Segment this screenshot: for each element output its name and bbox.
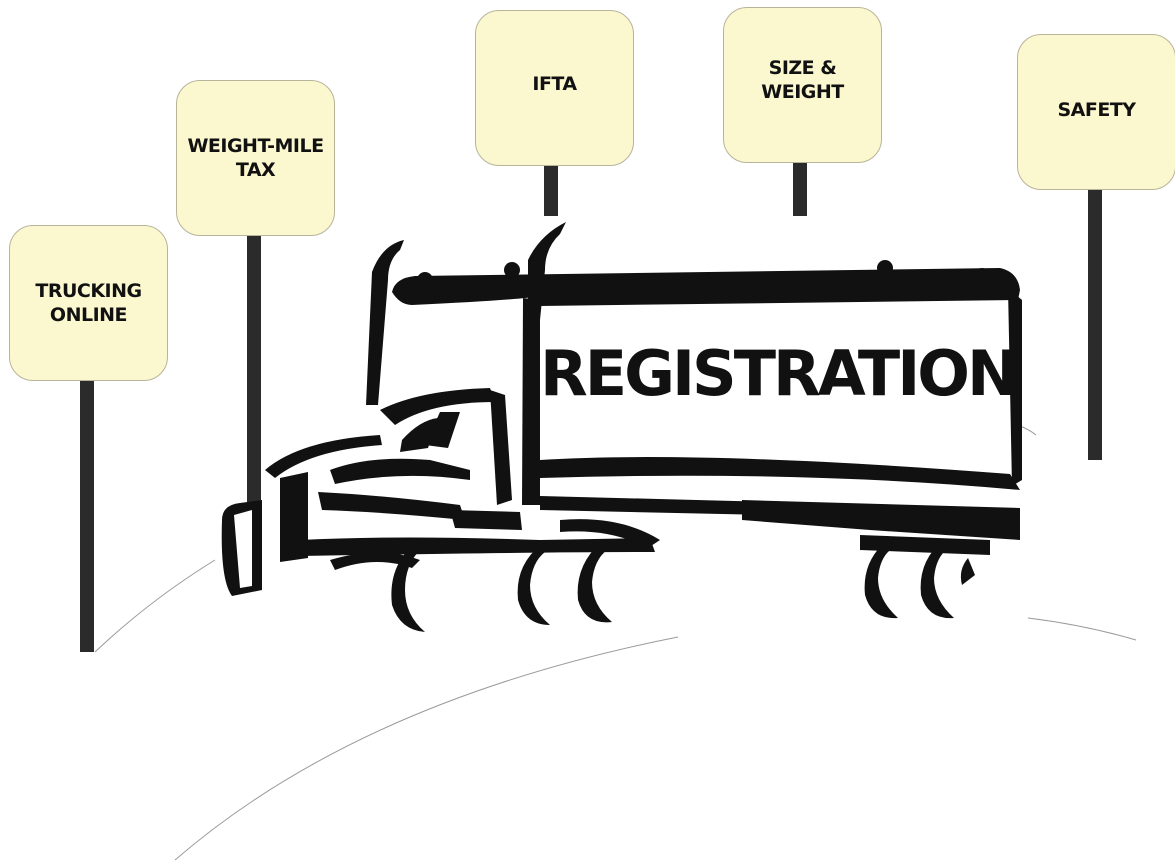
sign-safety[interactable]: SAFETY: [1017, 34, 1175, 190]
cab-pillar: [490, 390, 512, 505]
cab-window-rear: [425, 412, 460, 448]
sign-ifta[interactable]: IFTA: [475, 10, 634, 166]
trailer-right-edge: [1008, 288, 1022, 486]
hood-line: [330, 458, 470, 484]
sign-size-weight[interactable]: SIZE & WEIGHT: [723, 7, 882, 163]
roof-bump: [975, 268, 989, 282]
exhaust-stack-left: [366, 240, 404, 405]
sign-trucking-online-label: TRUCKING ONLINE: [35, 280, 142, 326]
wheel-drive-2: [577, 548, 612, 623]
cab-side: [318, 492, 465, 520]
roof-bump: [877, 260, 893, 276]
post-ifta: [544, 166, 558, 216]
cab-roof: [380, 388, 495, 425]
bumper-inner: [234, 510, 252, 588]
wheel-trailer-1: [864, 545, 898, 619]
truck-registration-label: REGISTRATION: [540, 337, 1019, 410]
trailer-top-edge: [392, 268, 1020, 306]
fender-rear: [560, 519, 660, 548]
wheel-trailer-3: [960, 558, 975, 585]
post-safety: [1088, 189, 1102, 460]
grille: [280, 472, 308, 562]
wheel-front: [391, 548, 425, 632]
sign-weight-mile-tax-label: WEIGHT-MILE TAX: [187, 135, 324, 181]
sign-weight-mile-tax[interactable]: WEIGHT-MILE TAX: [176, 80, 335, 236]
sign-ifta-label: IFTA: [532, 73, 577, 95]
exhaust-stack-right: [528, 222, 566, 320]
post-weight-mile-tax: [247, 234, 261, 510]
roof-bump: [504, 262, 520, 278]
sign-safety-label: SAFETY: [1057, 99, 1136, 121]
step: [450, 510, 522, 530]
trailer-left-edge: [522, 298, 540, 505]
post-trucking-online: [80, 380, 94, 652]
wheel-drive-1: [517, 550, 550, 625]
post-size-weight: [793, 163, 807, 216]
hood: [265, 435, 382, 478]
sign-trucking-online[interactable]: TRUCKING ONLINE: [9, 225, 168, 381]
sign-size-weight-label: SIZE & WEIGHT: [761, 57, 844, 103]
trailer-skirt: [742, 500, 1020, 540]
chassis: [300, 537, 655, 556]
trailer-axle-frame: [860, 535, 990, 555]
fender-front: [330, 552, 420, 570]
trailer-bottom-edge: [540, 457, 1020, 490]
wheel-trailer-2: [920, 545, 954, 619]
roof-bump: [417, 272, 433, 288]
